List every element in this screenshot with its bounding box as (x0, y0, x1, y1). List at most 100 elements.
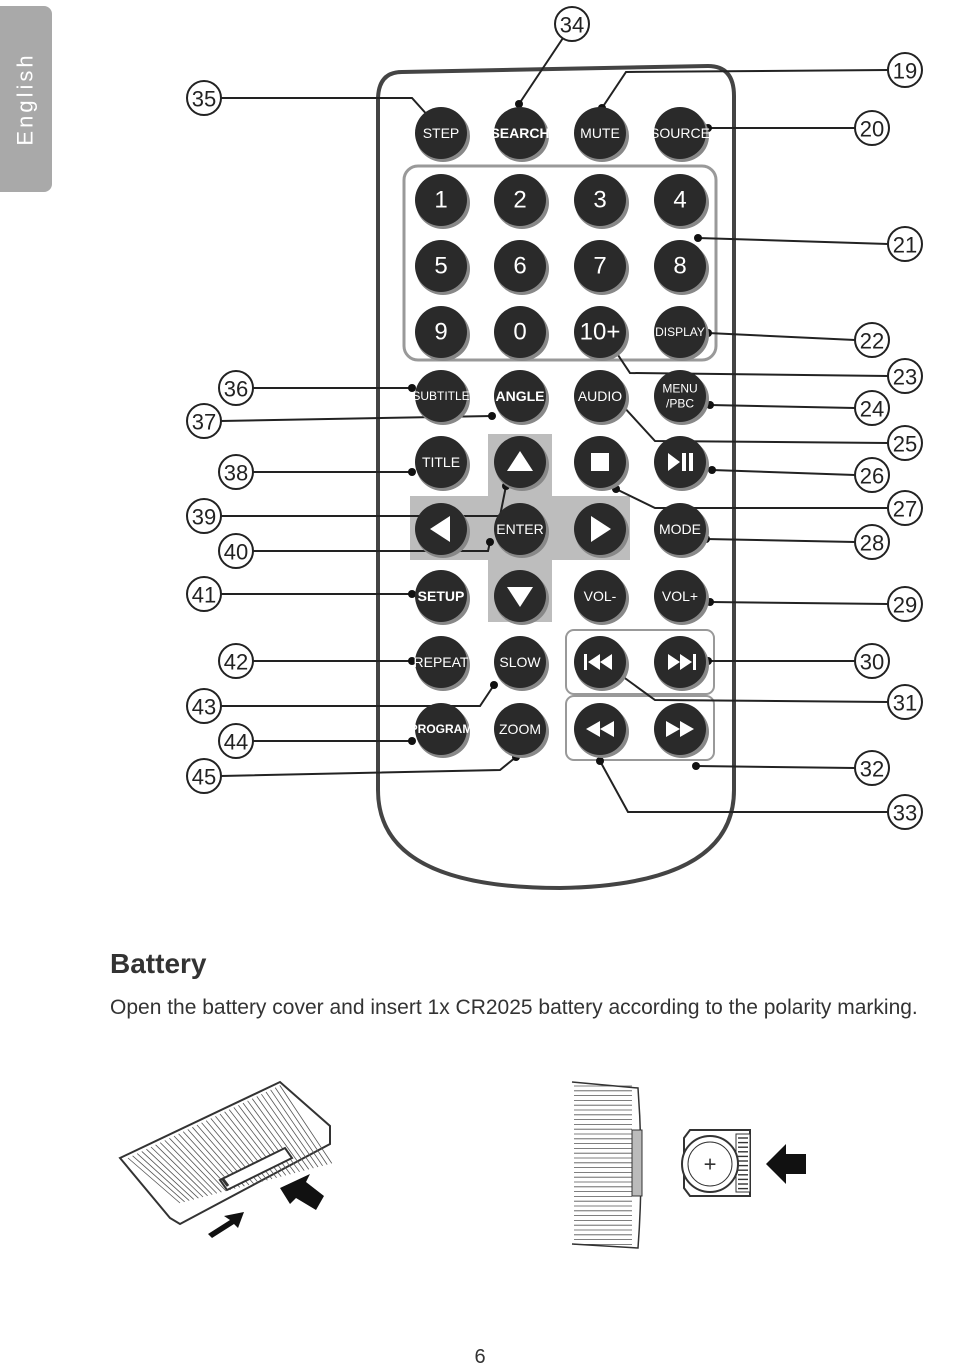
remote-button-9[interactable]: 9 (415, 306, 470, 361)
callout-number: 25 (893, 432, 917, 457)
callout-number: 44 (224, 730, 248, 755)
remote-button-left[interactable] (415, 503, 470, 558)
button-label-1: 1 (434, 187, 447, 214)
button-label-source: SOURCE (650, 125, 710, 141)
callout-34: 34 (554, 6, 590, 42)
leader-line-32 (695, 765, 856, 769)
callout-22: 22 (854, 322, 890, 358)
remote-button-subtitle[interactable]: SUBTITLE (412, 370, 470, 425)
battery-cover-illustration (118, 1080, 333, 1238)
remote-button-source[interactable]: SOURCE (650, 107, 710, 162)
remote-button-previous[interactable] (574, 636, 629, 691)
remote-button-menu-pbc[interactable]: MENU/PBC (654, 370, 709, 425)
callout-23: 23 (887, 358, 923, 394)
remote-button-8[interactable]: 8 (654, 240, 709, 295)
remote-button-stop[interactable] (574, 436, 629, 491)
remote-button-mute[interactable]: MUTE (574, 107, 629, 162)
remote-button-7[interactable]: 7 (574, 240, 629, 295)
remote-button-10plus[interactable]: 10+ (574, 306, 629, 361)
callout-19: 19 (887, 52, 923, 88)
leader-dot-43 (490, 681, 498, 689)
remote-bottom-hatching (118, 1080, 333, 1226)
skip-forward-icon (668, 654, 696, 670)
button-label-display: DISPLAY (655, 325, 705, 339)
button-label-8: 8 (673, 253, 686, 280)
remote-button-next[interactable] (654, 636, 709, 691)
remote-button-3[interactable]: 3 (574, 174, 629, 229)
remote-button-1[interactable]: 1 (415, 174, 470, 229)
callout-number: 21 (893, 233, 917, 258)
callout-number: 36 (224, 377, 248, 402)
remote-button-volplus[interactable]: VOL+ (654, 570, 709, 625)
callout-29: 29 (887, 586, 923, 622)
remote-button-title[interactable]: TITLE (415, 436, 470, 491)
remote-button-0[interactable]: 0 (494, 306, 549, 361)
leader-dot-40 (486, 538, 494, 546)
leader-dot-26 (708, 466, 716, 474)
insert-arrow-icon (766, 1144, 806, 1184)
leader-dot-38 (408, 468, 416, 476)
remote-button-vol[interactable]: VOL- (574, 570, 629, 625)
page-number: 6 (474, 1346, 486, 1368)
callout-number: 29 (893, 593, 917, 618)
remote-button-5[interactable]: 5 (415, 240, 470, 295)
remote-button-down[interactable] (494, 570, 549, 625)
leader-line-43 (221, 684, 495, 707)
button-label-program: PROGRAM (410, 722, 473, 736)
remote-button-up[interactable] (494, 436, 549, 491)
remote-button-mode[interactable]: MODE (654, 503, 709, 558)
remote-button-setup[interactable]: SETUP (415, 570, 470, 625)
callout-number: 37 (192, 410, 216, 435)
callout-30: 30 (854, 643, 890, 679)
callout-number: 30 (860, 650, 884, 675)
remote-button-2[interactable]: 2 (494, 174, 549, 229)
right-arrow-icon (591, 516, 611, 542)
callout-number: 42 (224, 650, 248, 675)
button-label-mute: MUTE (580, 125, 620, 141)
callout-number: 40 (224, 540, 248, 565)
button-label-repeat: REPEAT (414, 654, 469, 670)
callout-36: 36 (218, 370, 254, 406)
search-group-outline (565, 695, 715, 761)
leader-dot-32 (692, 762, 700, 770)
leader-line-22 (707, 332, 856, 341)
leader-dot-33 (596, 757, 604, 765)
remote-button-6[interactable]: 6 (494, 240, 549, 295)
leader-line-28 (705, 538, 856, 543)
leader-line-24 (709, 404, 856, 409)
remote-button-display[interactable]: DISPLAY (654, 306, 709, 361)
remote-button-angle[interactable]: ANGLE (494, 370, 549, 425)
leader-dot-42 (408, 657, 416, 665)
button-label-3: 3 (593, 187, 606, 214)
push-arrow-icon (208, 1212, 244, 1238)
callout-number: 39 (192, 505, 216, 530)
remote-button-4[interactable]: 4 (654, 174, 709, 229)
remote-button-search[interactable]: SEARCH (490, 107, 550, 162)
number-pad-outline (402, 164, 718, 362)
remote-button-step[interactable]: STEP (415, 107, 470, 162)
remote-button-program[interactable]: PROGRAM (410, 703, 473, 758)
button-label-2: 2 (513, 187, 526, 214)
remote-button-right[interactable] (574, 503, 629, 558)
battery-slot (631, 1129, 643, 1197)
callout-38: 38 (218, 454, 254, 490)
callout-31: 31 (887, 684, 923, 720)
remote-button-rewind[interactable] (574, 703, 629, 758)
remote-button-fast-forward[interactable] (654, 703, 709, 758)
remote-button-repeat[interactable]: REPEAT (414, 636, 470, 691)
callout-35: 35 (186, 80, 222, 116)
skip-back-icon (584, 654, 612, 670)
remote-button-audio[interactable]: AUDIO (574, 370, 629, 425)
remote-button-play-pause[interactable] (654, 436, 709, 491)
callout-number: 34 (560, 13, 584, 38)
leader-line-34 (518, 37, 564, 105)
callout-45: 45 (186, 758, 222, 794)
callout-number: 33 (893, 801, 917, 826)
callout-number: 19 (893, 59, 917, 84)
button-label-title: TITLE (422, 454, 460, 470)
leader-dot-37 (488, 412, 496, 420)
remote-button-enter[interactable]: ENTER (494, 503, 549, 558)
callout-33: 33 (887, 794, 923, 830)
remote-button-zoom[interactable]: ZOOM (494, 703, 549, 758)
remote-button-slow[interactable]: SLOW (494, 636, 549, 691)
